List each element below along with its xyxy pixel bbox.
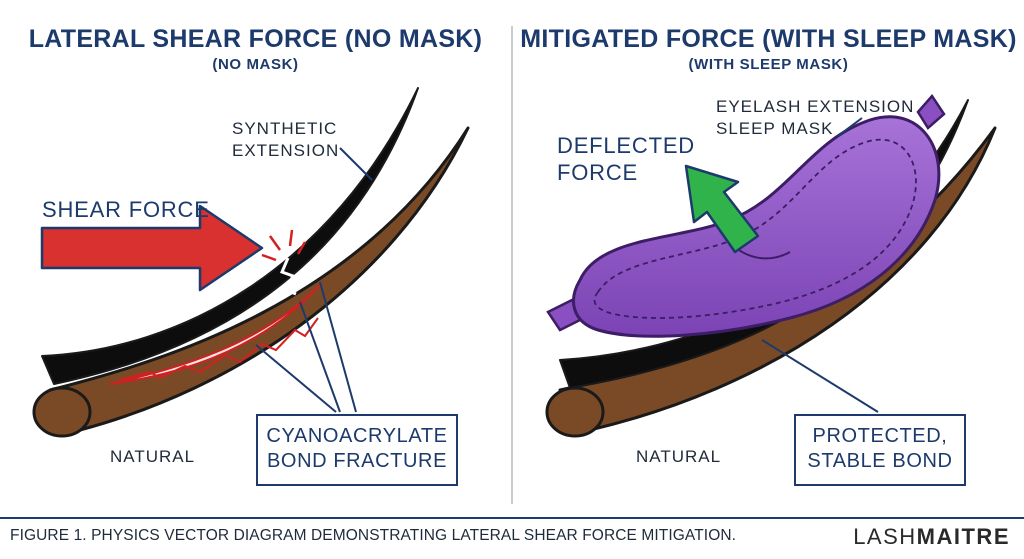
left-panel-title: LATERAL SHEAR FORCE (NO MASK) — [28, 25, 483, 53]
deflected-force-arrow — [684, 164, 760, 254]
brand-light: LASH — [853, 524, 917, 549]
footer-rule — [0, 517, 1024, 519]
right-panel-subtitle: (WITH SLEEP MASK) — [688, 56, 849, 73]
right-panel-title: MITIGATED FORCE (WITH SLEEP MASK) — [520, 25, 1017, 53]
left-natural-label: NATURAL — [110, 447, 196, 466]
shear-force-label: SHEAR FORCE — [42, 197, 210, 222]
shear-force-arrow — [40, 204, 264, 292]
right-leader-lines — [761, 117, 879, 413]
brand-bold: MAITRE — [916, 524, 1010, 549]
right-natural-lash — [545, 126, 997, 438]
sleep-mask-label: EYELASH EXTENSION SLEEP MASK — [716, 97, 915, 138]
right-natural-label: NATURAL — [636, 447, 722, 466]
left-leader-lines — [255, 147, 373, 413]
left-synthetic-extension — [41, 87, 419, 385]
panel-divider — [511, 26, 513, 504]
figure-caption: FIGURE 1. PHYSICS VECTOR DIAGRAM DEMONST… — [10, 527, 737, 544]
synthetic-extension-label: SYNTHETIC EXTENSION — [232, 119, 340, 160]
fracture-burst — [261, 229, 307, 296]
bond-fracture-callout: CYANOACRYLATE BOND FRACTURE — [256, 414, 458, 486]
stable-bond-callout: PROTECTED, STABLE BOND — [794, 414, 966, 486]
brand-logo: LASHMAITRE — [853, 524, 1010, 550]
deflected-force-label: DEFLECTED FORCE — [557, 133, 695, 185]
left-natural-lash — [32, 126, 470, 438]
left-panel-subtitle: (NO MASK) — [212, 56, 299, 73]
